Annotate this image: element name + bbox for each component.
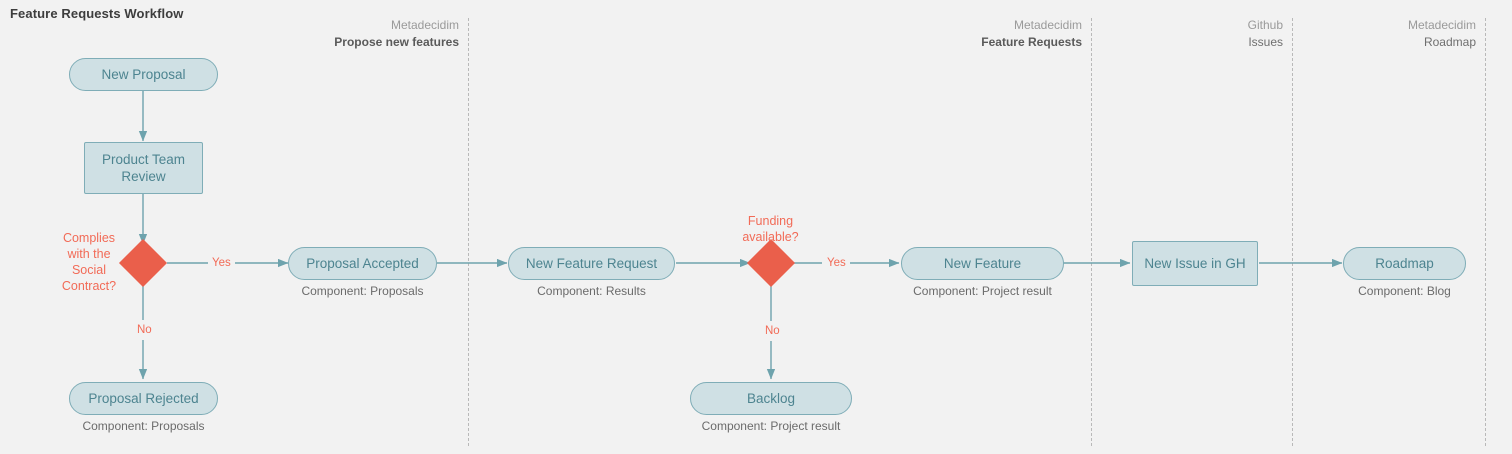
lane-divider-2 xyxy=(1091,18,1092,446)
lane-header-propose-new-features: Metadecidim Propose new features xyxy=(334,17,459,51)
caption-proposal-accepted: Component: Proposals xyxy=(301,284,424,298)
lane-org-label: Github xyxy=(1247,18,1283,32)
node-product-team-review[interactable]: Product Team Review xyxy=(84,142,203,194)
decision-label-social-contract: Complies with the Social Contract? xyxy=(61,231,117,293)
lane-header-github-issues: Github Issues xyxy=(1248,17,1283,51)
lane-header-feature-requests: Metadecidim Feature Requests xyxy=(981,17,1082,51)
lane-org-label: Metadecidim xyxy=(1013,18,1082,32)
node-new-issue-in-gh[interactable]: New Issue in GH xyxy=(1132,241,1258,286)
caption-new-feature: Component: Project result xyxy=(913,284,1052,298)
caption-proposal-rejected: Component: Proposals xyxy=(82,419,205,433)
lane-org-label: Metadecidim xyxy=(390,18,459,32)
lane-name-label: Roadmap xyxy=(1423,35,1476,49)
edge-label-funding-no: No xyxy=(762,324,783,338)
node-proposal-rejected[interactable]: Proposal Rejected xyxy=(69,382,218,415)
caption-new-feature-request: Component: Results xyxy=(537,284,646,298)
lane-org-label: Metadecidim xyxy=(1407,18,1476,32)
node-proposal-accepted[interactable]: Proposal Accepted xyxy=(288,247,437,280)
lane-name-label: Feature Requests xyxy=(981,35,1082,49)
lane-divider-3 xyxy=(1292,18,1293,446)
decision-funding[interactable] xyxy=(746,238,796,288)
lane-name-label: Propose new features xyxy=(334,35,459,49)
node-new-proposal[interactable]: New Proposal xyxy=(69,58,218,91)
lane-header-roadmap: Metadecidim Roadmap xyxy=(1408,17,1476,51)
page-title: Feature Requests Workflow xyxy=(10,6,184,21)
edge-label-social-no: No xyxy=(134,323,155,337)
node-backlog[interactable]: Backlog xyxy=(690,382,852,415)
node-new-feature-request[interactable]: New Feature Request xyxy=(508,247,675,280)
node-roadmap[interactable]: Roadmap xyxy=(1343,247,1466,280)
lane-divider-4 xyxy=(1485,18,1486,446)
edge-label-social-yes: Yes xyxy=(209,256,234,270)
decision-label-funding: Funding available? xyxy=(742,214,799,244)
edge-label-funding-yes: Yes xyxy=(824,256,849,270)
node-new-feature[interactable]: New Feature xyxy=(901,247,1064,280)
caption-roadmap: Component: Blog xyxy=(1358,284,1451,298)
caption-backlog: Component: Project result xyxy=(701,419,841,433)
lane-name-label: Issues xyxy=(1248,35,1283,49)
lane-divider-1 xyxy=(468,18,469,446)
